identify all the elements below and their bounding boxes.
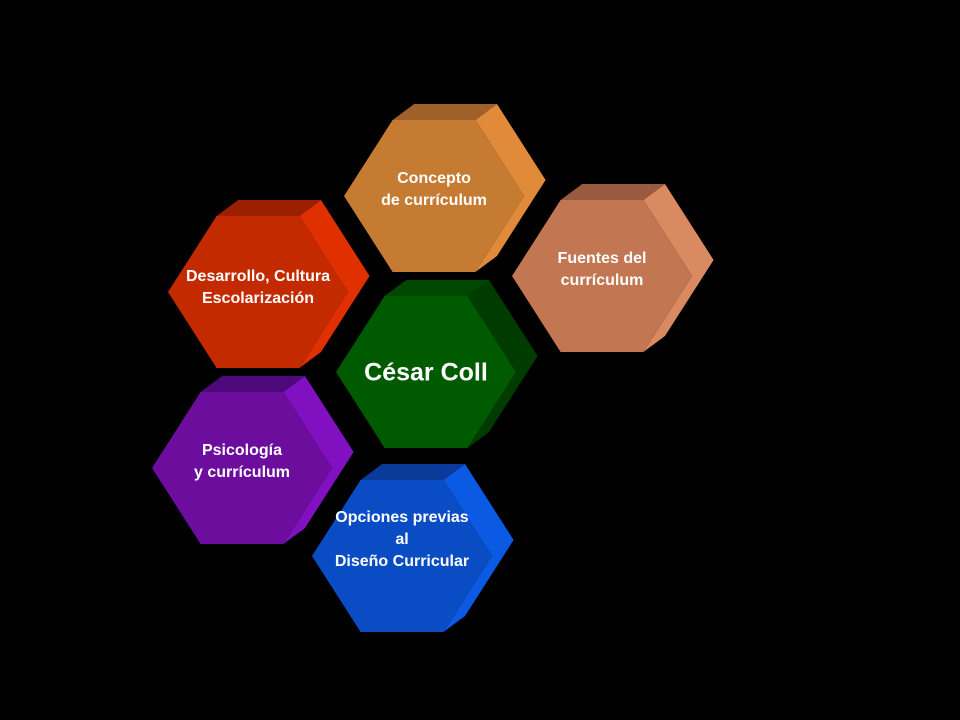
hexagon-front-face — [152, 392, 332, 544]
hexagon-top-face — [216, 200, 321, 216]
hexagon-concepto: Concepto de currículum — [344, 104, 546, 272]
hexagon-psicologia: Psicología y currículum — [152, 376, 354, 544]
hexagon-label-line: currículum — [561, 272, 644, 289]
hexagon-top-face — [392, 104, 497, 120]
hexagon-top-face — [200, 376, 305, 392]
hexagon-label-line: y currículum — [194, 464, 290, 481]
hexagon-front-face — [312, 480, 492, 632]
hexagon-front-face — [336, 296, 516, 448]
hexagon-label-line: Desarrollo, Cultura — [186, 268, 330, 285]
hexagon-label-line: Fuentes del — [558, 250, 647, 267]
hexagon-top-face — [360, 464, 465, 480]
hexagon-side-face — [475, 104, 546, 272]
hexagon-side-face — [467, 280, 538, 448]
hexagon-center: César Coll — [336, 280, 538, 448]
hexagon-label-line: Escolarización — [202, 290, 314, 307]
hexagon-side-face — [643, 184, 714, 352]
hexagon-front-face — [344, 120, 524, 272]
hexagon-label-line: al — [395, 531, 408, 548]
hexagon-top-face — [384, 280, 489, 296]
hexagon-label-line: César Coll — [364, 359, 488, 387]
hexagon-side-face — [283, 376, 354, 544]
hexagon-label-line: Opciones previas — [335, 509, 468, 526]
hexagon-label-line: de currículum — [381, 192, 487, 209]
hexagon-top-face — [560, 184, 665, 200]
hexagon-label-line: Psicología — [202, 442, 282, 459]
hexagon-label-line: Diseño Curricular — [335, 553, 469, 570]
hexagon-side-face — [443, 464, 514, 632]
hexagon-front-face — [168, 216, 348, 368]
hexagon-fuentes: Fuentes del currículum — [512, 184, 714, 352]
hexagon-front-face — [512, 200, 692, 352]
hexagon-label-line: Concepto — [397, 170, 471, 187]
hexagon-side-face — [299, 200, 370, 368]
